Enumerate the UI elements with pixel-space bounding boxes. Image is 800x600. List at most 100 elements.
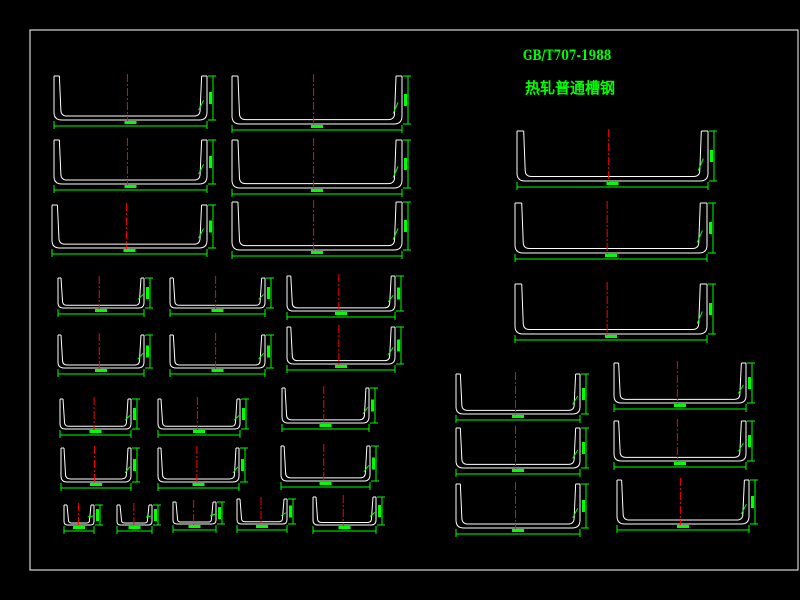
- channel-section-26: [312, 495, 385, 534]
- channel-section-16: [59, 397, 140, 438]
- channel-outline: [613, 363, 747, 404]
- thickness-leader: [392, 228, 399, 240]
- channel-section-30: [613, 361, 755, 412]
- channel-inner-outline: [459, 483, 577, 525]
- width-dimension-text-mark: [95, 369, 107, 372]
- standard-number-label: GB/T707-1988: [523, 48, 612, 64]
- channel-inner-outline: [58, 139, 203, 181]
- width-dimension-text-mark: [95, 309, 107, 312]
- height-dimension-text-mark: [372, 457, 375, 470]
- channel-section-11: [169, 276, 274, 317]
- channel-section-22: [63, 503, 103, 534]
- channel-section-20: [157, 446, 248, 491]
- channel-inner-outline: [160, 398, 238, 427]
- channel-section-32: [616, 478, 758, 533]
- channel-outline: [616, 480, 750, 525]
- channel-section-13: [57, 333, 153, 377]
- thickness-leader: [696, 311, 703, 324]
- channel-section-31: [613, 419, 755, 470]
- thickness-leader: [124, 466, 131, 474]
- channel-outline: [613, 421, 747, 462]
- channel-inner-outline: [239, 498, 285, 523]
- height-dimension-text-mark: [96, 509, 99, 521]
- channel-section-21: [280, 444, 379, 490]
- channel-outline: [280, 446, 371, 482]
- height-dimension-text-mark: [748, 377, 751, 389]
- width-dimension-text-mark: [188, 525, 201, 528]
- channel-outline: [286, 276, 396, 312]
- height-dimension-text-mark: [146, 345, 149, 358]
- channel-inner-outline: [237, 139, 397, 185]
- channel-section-12: [286, 274, 404, 320]
- channel-outline: [51, 205, 208, 249]
- channel-outline: [231, 140, 403, 189]
- width-dimension-text-mark: [606, 182, 619, 185]
- channel-outline: [172, 502, 217, 525]
- height-dimension-text-mark: [582, 500, 585, 512]
- height-dimension-text-mark: [218, 507, 221, 519]
- drawing-title: 热轧普通槽钢: [525, 79, 616, 97]
- height-dimension-text-mark: [404, 94, 407, 106]
- channel-outline: [286, 327, 396, 365]
- width-dimension-text-mark: [512, 529, 524, 532]
- channel-outline: [157, 448, 240, 483]
- width-dimension-text-mark: [124, 121, 137, 124]
- channel-section-15: [286, 325, 404, 373]
- thickness-leader: [232, 466, 239, 474]
- width-dimension-text-mark: [338, 526, 351, 529]
- channel-inner-outline: [60, 277, 142, 306]
- channel-inner-outline: [175, 501, 214, 523]
- height-dimension-text-mark: [267, 287, 270, 299]
- thickness-leader: [137, 352, 144, 360]
- channel-outline: [57, 278, 145, 309]
- height-dimension-text-mark: [133, 408, 136, 420]
- channel-inner-outline: [459, 427, 577, 465]
- thickness-leader: [697, 158, 704, 171]
- channel-section-23: [116, 503, 161, 534]
- channel-inner-outline: [523, 130, 702, 177]
- height-dimension-text-mark: [209, 220, 212, 233]
- drawing-border: [29, 29, 799, 571]
- thickness-leader: [87, 515, 94, 518]
- channel-outline: [53, 76, 208, 121]
- channel-inner-outline: [160, 447, 237, 480]
- height-dimension-text-mark: [133, 459, 136, 471]
- height-dimension-text-mark: [397, 287, 400, 300]
- width-dimension-text-mark: [192, 483, 205, 486]
- thickness-leader: [392, 166, 399, 178]
- width-dimension-text-mark: [311, 125, 323, 128]
- height-dimension-text-mark: [709, 222, 712, 234]
- channel-section-8: [514, 201, 716, 262]
- channel-inner-outline: [172, 334, 263, 366]
- channel-section-27: [455, 372, 589, 423]
- channel-inner-outline: [618, 420, 742, 458]
- width-dimension-text-mark: [211, 369, 224, 372]
- channel-inner-outline: [237, 75, 397, 121]
- height-dimension-text-mark: [582, 388, 585, 400]
- channel-inner-outline: [283, 445, 368, 479]
- channel-inner-outline: [290, 326, 392, 362]
- thickness-leader: [572, 449, 579, 459]
- channel-section-17: [157, 397, 249, 438]
- channel-section-6: [231, 200, 411, 259]
- channel-section-5: [231, 138, 411, 197]
- channel-inner-outline: [66, 504, 92, 524]
- channel-section-29: [455, 482, 589, 537]
- width-dimension-text-mark: [123, 249, 136, 252]
- channel-section-28: [455, 426, 589, 477]
- channel-outline: [169, 278, 266, 309]
- width-dimension-text-mark: [256, 525, 268, 528]
- width-dimension-text-mark: [193, 430, 205, 433]
- height-dimension-text-mark: [378, 505, 381, 517]
- width-dimension-text-mark: [211, 309, 224, 312]
- channel-inner-outline: [58, 75, 203, 117]
- channel-section-7: [516, 129, 717, 190]
- thickness-leader: [362, 406, 369, 415]
- thickness-leader: [572, 395, 579, 405]
- width-dimension-text-mark: [512, 469, 524, 472]
- height-dimension-text-mark: [582, 442, 585, 454]
- channel-section-24: [172, 500, 225, 533]
- width-dimension-text-mark: [311, 251, 323, 254]
- thickness-leader: [392, 102, 399, 114]
- thickness-leader: [233, 415, 240, 421]
